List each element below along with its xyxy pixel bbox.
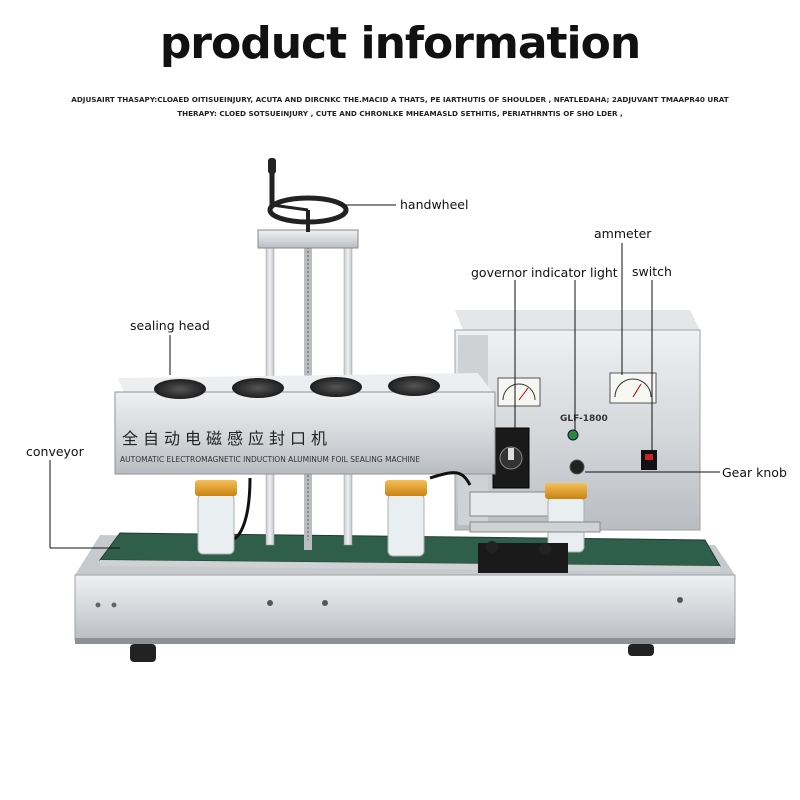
page-title: product information (159, 18, 641, 69)
indicator-light-icon (567, 429, 579, 441)
gear-knob-icon[interactable] (569, 459, 585, 475)
chinese-label: 全自动电磁感应封口机 (122, 429, 332, 448)
handwheel-icon[interactable] (267, 158, 349, 232)
callout-switch: switch (632, 264, 672, 279)
page-subtitle: ADJUSAIRT THASAPY:CLOAED OITISUEINJURY, … (71, 95, 729, 118)
english-label: AUTOMATIC ELECTROMAGNETIC INDUCTION ALUM… (120, 455, 420, 464)
callout-indicator-light: indicator light (531, 265, 618, 280)
ammeter-meter-icon (609, 372, 657, 404)
meter-icon (497, 377, 541, 407)
callout-sealing-head: sealing head (130, 318, 210, 333)
guide-bracket (469, 521, 601, 573)
callout-lines (49, 204, 720, 549)
bottle (385, 480, 427, 557)
left-foot (130, 644, 156, 662)
callout-ammeter: ammeter (594, 226, 652, 241)
callout-handwheel: handwheel (400, 197, 469, 212)
sealing-head: 全自动电磁感应封口机 AUTOMATIC ELECTROMAGNETIC IND… (114, 373, 496, 542)
governor-knob-icon[interactable] (492, 427, 530, 489)
right-foot (628, 644, 654, 656)
callout-conveyor: conveyor (26, 444, 84, 459)
callout-governor: governor (471, 265, 528, 280)
switch-icon[interactable] (641, 450, 657, 470)
bottle (545, 483, 587, 553)
callout-gear-knob: Gear knob (722, 465, 787, 480)
fan-icon (154, 376, 440, 399)
bottle (195, 480, 237, 555)
model-label: GLF-1800 (560, 414, 608, 424)
